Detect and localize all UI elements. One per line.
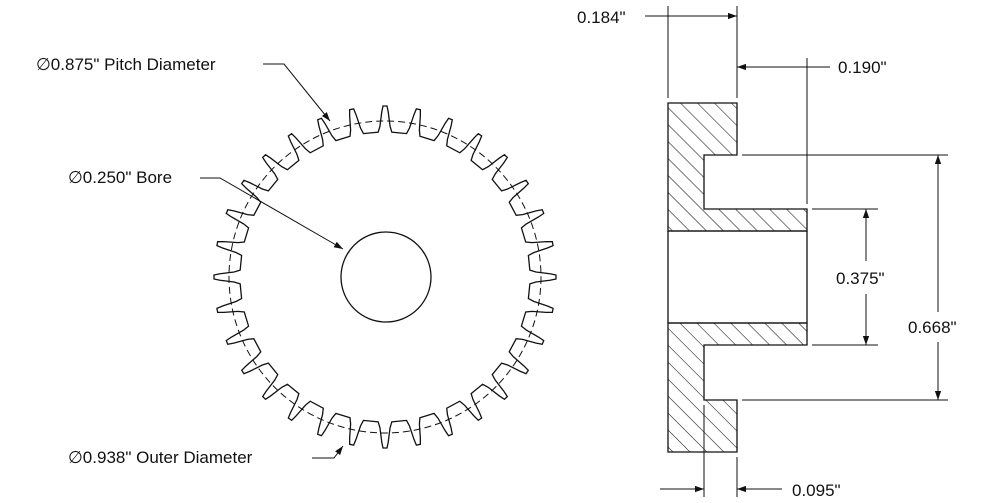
dim-groove-width-label: 0.095" (792, 481, 841, 500)
bore-leader (200, 177, 344, 250)
pitch-diameter-callout: ∅0.875" Pitch Diameter (36, 55, 331, 122)
dim-flange-thickness: 0.184" (577, 8, 737, 27)
outer-diameter-leader (312, 445, 344, 459)
dim-bore-height: 0.375" (836, 209, 885, 345)
pitch-diameter-leader (263, 63, 331, 122)
pitch-diameter-label: ∅0.875" Pitch Diameter (36, 55, 216, 74)
pitch-circle (228, 120, 542, 434)
dim-hub-height-label: 0.668" (908, 318, 957, 337)
gear-side-section (667, 102, 808, 453)
outer-diameter-callout: ∅0.938" Outer Diameter (68, 445, 344, 467)
dim-bore-height-label: 0.375" (836, 269, 885, 288)
gear-front-view (213, 105, 557, 449)
bore-circle (340, 231, 432, 323)
dim-groove-width: 0.095" (660, 481, 841, 500)
dim-flange-thickness-label: 0.184" (577, 8, 626, 27)
extension-lines (667, 6, 948, 497)
bore-label: ∅0.250" Bore (68, 168, 172, 187)
bore-callout: ∅0.250" Bore (68, 168, 344, 250)
dim-hub-length: 0.190" (737, 58, 887, 77)
dim-hub-height: 0.668" (908, 155, 957, 400)
outer-diameter-label: ∅0.938" Outer Diameter (68, 448, 253, 467)
upper-section-hatch (667, 102, 808, 232)
dim-hub-length-label: 0.190" (838, 58, 887, 77)
gear-tooth-profile (213, 105, 557, 449)
lower-section-hatch (667, 322, 808, 453)
